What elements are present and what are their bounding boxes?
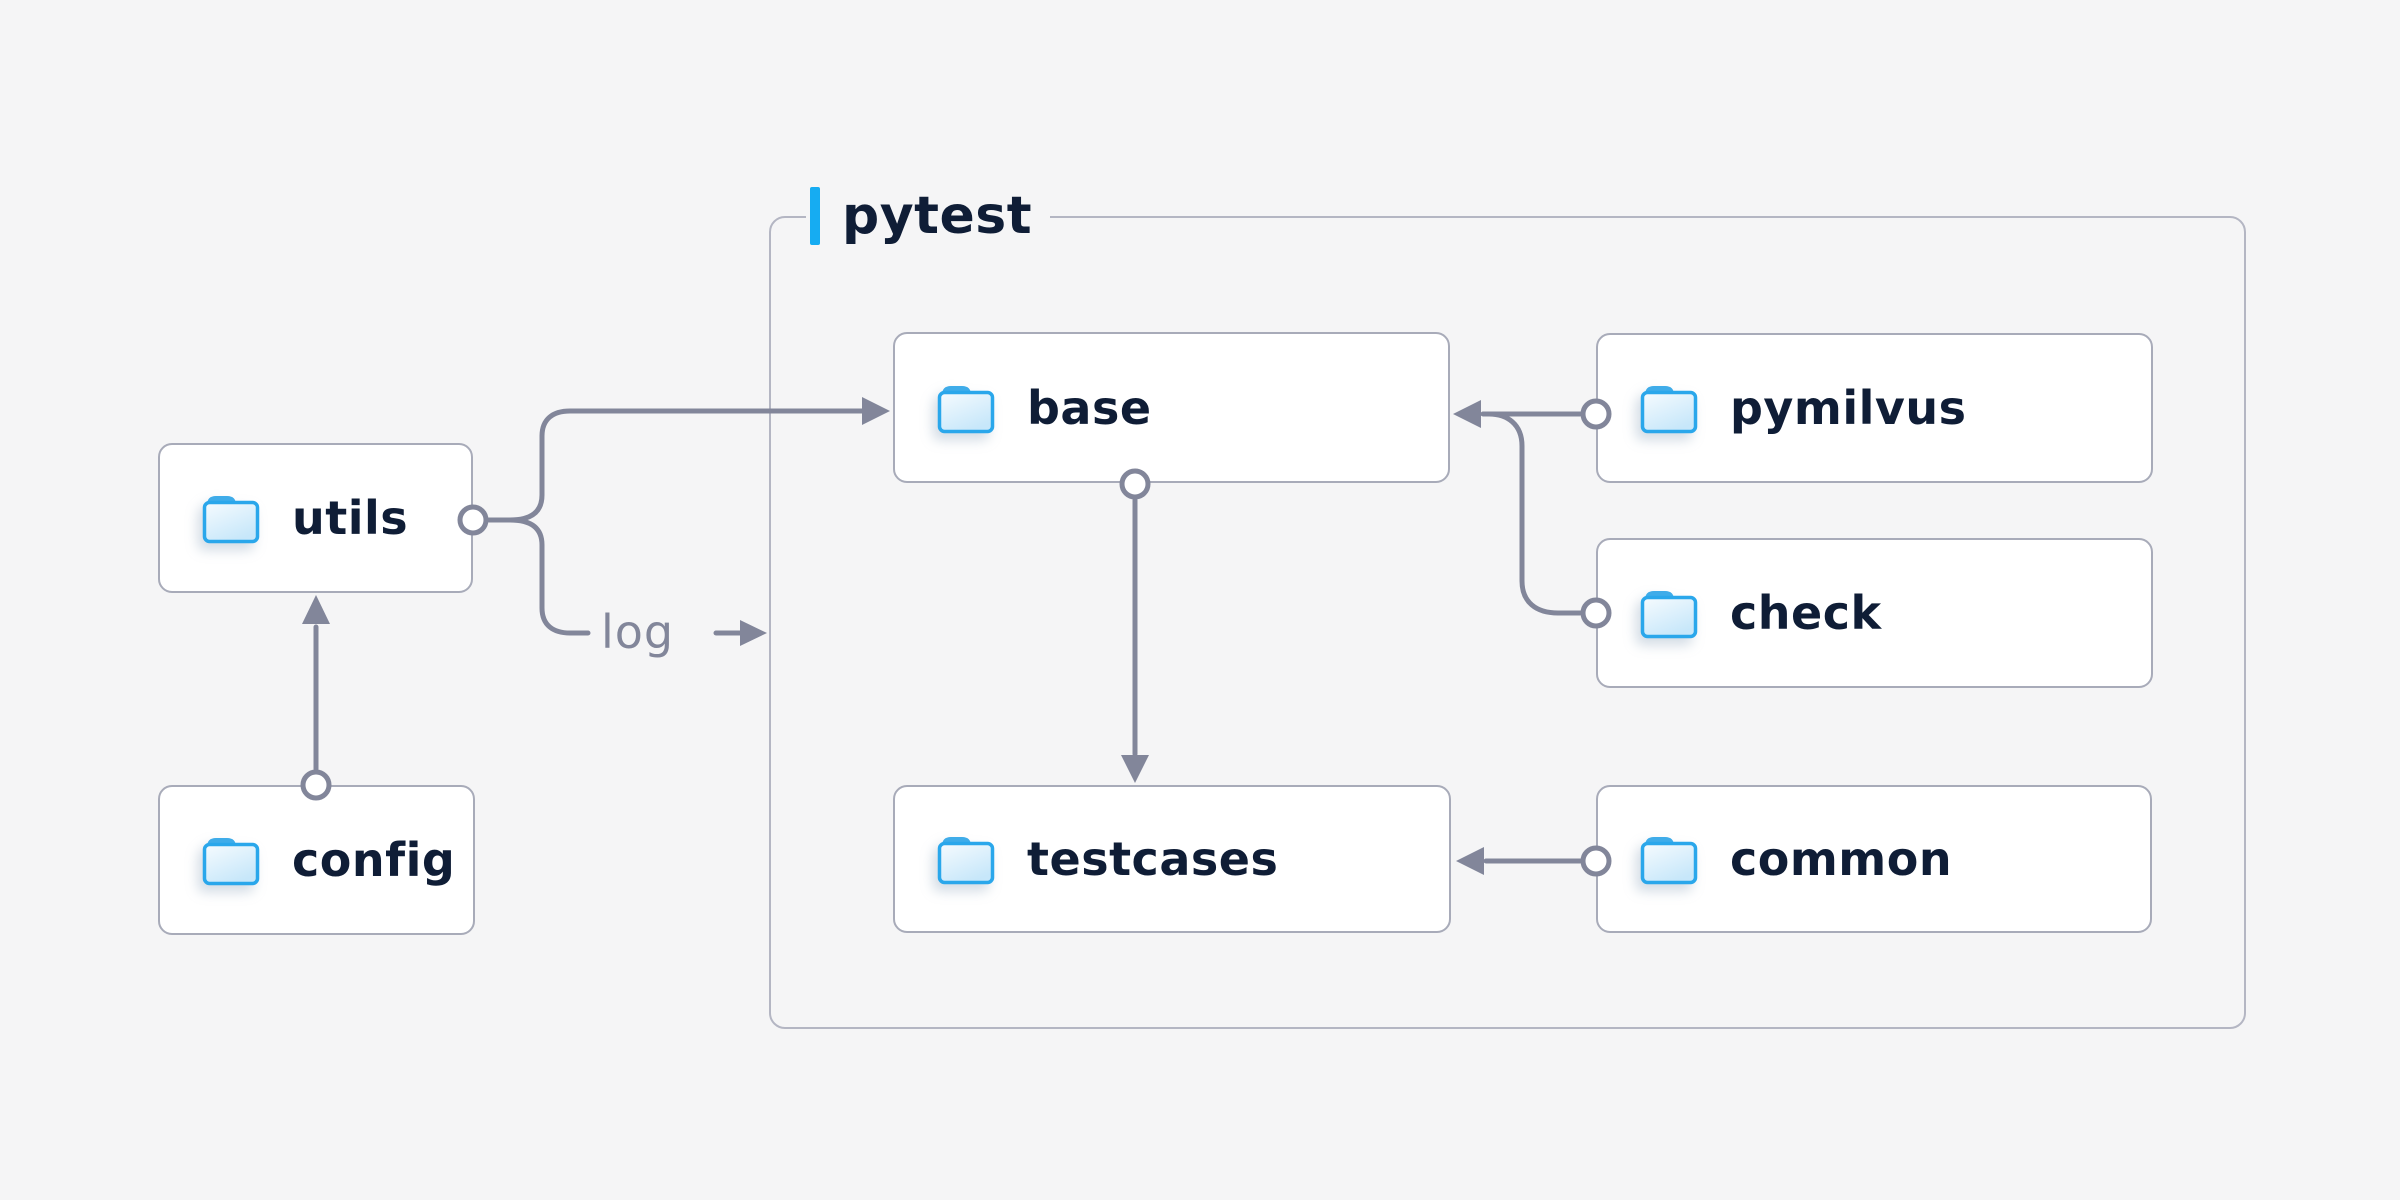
node-pymilvus: pymilvus <box>1596 333 2153 483</box>
edge-config-utils <box>300 595 332 801</box>
node-label: pymilvus <box>1730 381 1967 435</box>
node-label: common <box>1730 832 1953 886</box>
folder-icon <box>935 833 997 885</box>
node-utils: utils <box>158 443 473 593</box>
folder-icon <box>935 382 997 434</box>
node-common: common <box>1596 785 2152 933</box>
pytest-group-title: pytest <box>842 186 1033 246</box>
node-check: check <box>1596 538 2153 688</box>
node-base: base <box>893 332 1450 483</box>
node-label: base <box>1027 380 1152 435</box>
accent-bar <box>810 187 820 245</box>
node-label: config <box>292 833 456 887</box>
log-edge-label: log <box>601 605 675 659</box>
pytest-group-container <box>769 216 2246 1029</box>
node-label: utils <box>292 491 409 545</box>
node-label: testcases <box>1027 832 1279 886</box>
folder-icon <box>1638 382 1700 434</box>
folder-icon <box>1638 587 1700 639</box>
pytest-group-label: pytest <box>806 184 1051 248</box>
folder-icon <box>200 834 262 886</box>
node-testcases: testcases <box>893 785 1451 933</box>
folder-icon <box>200 492 262 544</box>
node-label: check <box>1730 586 1882 640</box>
folder-icon <box>1638 833 1700 885</box>
node-config: config <box>158 785 475 935</box>
